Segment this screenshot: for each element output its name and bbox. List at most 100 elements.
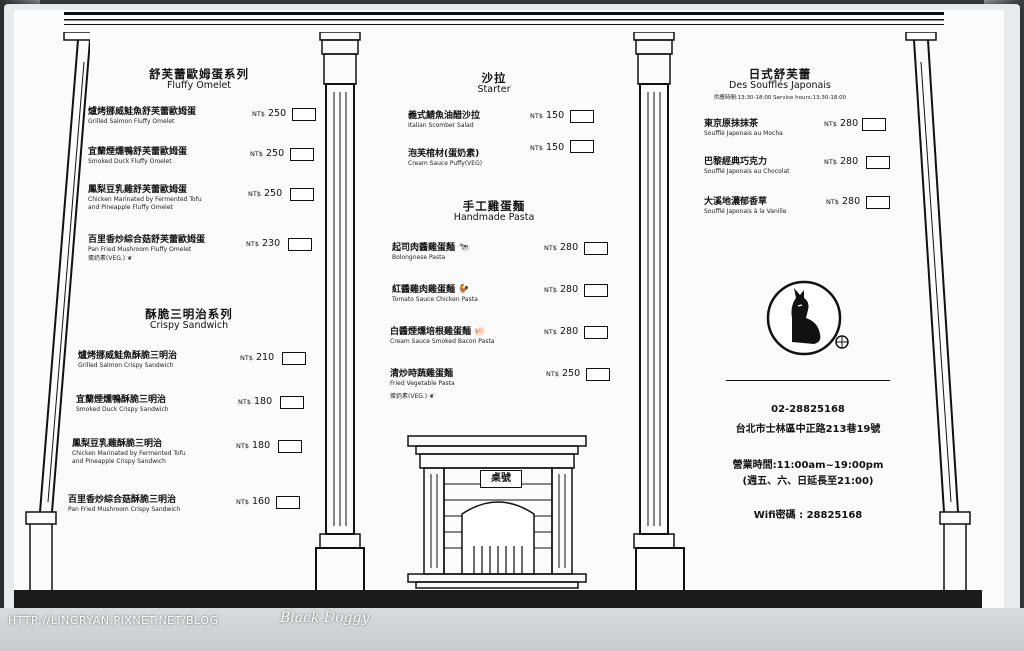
quantity-box[interactable] — [866, 156, 890, 169]
bottom-edge — [0, 608, 1024, 651]
quantity-box[interactable] — [290, 188, 314, 201]
item-price: NT$ 250 — [252, 108, 287, 119]
phone-number: 02-28825168 — [771, 404, 845, 415]
item-name-en: Fried Vegetable Pasta — [390, 380, 455, 387]
quantity-box[interactable] — [570, 110, 594, 123]
item-name-en: Smoked Duck Fluffy Omelet — [88, 158, 172, 165]
quantity-box[interactable] — [586, 368, 610, 381]
extended-hours: (週五、六、日延長至21:00) — [742, 476, 874, 487]
quantity-box[interactable] — [584, 326, 608, 339]
item-name-en-line2: and Pineapple Crispy Sandwich — [72, 458, 166, 465]
item-name-zh: 巴黎經典巧克力 — [704, 157, 768, 167]
item-name-en: Grilled Salmon Crispy Sandwich — [78, 362, 174, 369]
starter-title-zh: 沙拉 — [481, 71, 507, 85]
item-name-zh: 清炒時蔬雞蛋麵 — [390, 369, 454, 379]
veg-note: 蛋奶素(VEG.) ❦ — [88, 255, 133, 262]
top-rail — [64, 12, 944, 25]
item-name-zh: 泡芙棺材(蛋奶素) — [408, 149, 480, 159]
item-price: NT$ 250 — [546, 368, 581, 379]
menu-paper: 舒芙蕾歐姆蛋系列 Fluffy Omelet 爐烤挪威鮭魚舒芙蕾歐姆蛋 Gril… — [14, 10, 1004, 608]
item-name-en: Chicken Marinated by Fermented Tofu — [72, 450, 186, 457]
item-price: NT$ 280 — [544, 242, 579, 253]
pillar-right — [904, 32, 984, 600]
menu-item: 爐烤挪威鮭魚酥脆三明治 Grilled Salmon Crispy Sandwi… — [78, 350, 177, 370]
item-price: NT$ 280 — [824, 118, 859, 129]
item-name-en: Pan Fried Mushroom Fluffy Omelet — [88, 246, 192, 253]
item-price: NT$ 150 — [530, 142, 565, 153]
item-price: NT$ 280 — [544, 326, 579, 337]
item-name-zh: 大溪地濃郁香草 — [704, 197, 768, 207]
omelet-title-zh: 舒芙蕾歐姆蛋系列 — [149, 67, 249, 81]
black-dog-logo — [766, 280, 849, 356]
quantity-box[interactable] — [584, 242, 608, 255]
sandwich-title-zh: 酥脆三明治系列 — [145, 307, 233, 321]
menu-item: 宜蘭煙燻鴨酥脆三明治 Smoked Duck Crispy Sandwich — [76, 394, 169, 414]
quantity-box[interactable] — [292, 108, 316, 121]
item-price: NT$ 180 — [236, 440, 271, 451]
item-name-zh: 鳳梨豆乳雞酥脆三明治 — [72, 439, 163, 449]
item-name-en: Soufflé Japonais au Mocha — [704, 130, 783, 137]
item-price: NT$ 280 — [544, 284, 579, 295]
menu-item: 宜蘭煙燻鴨舒芙蕾歐姆蛋 Smoked Duck Fluffy Omelet — [88, 146, 187, 166]
ground-bar — [14, 590, 982, 608]
item-name-en: Tomato Sauce Chicken Pasta — [392, 296, 478, 303]
item-price: NT$ 180 — [238, 396, 273, 407]
item-price: NT$ 150 — [530, 110, 565, 121]
souffle-title-en: Des Soufflés Japonais — [729, 80, 831, 91]
item-name-en: Italian Scomber Salad — [408, 122, 474, 129]
menu-item: 泡芙棺材(蛋奶素) Cream Sauce Puffy(VEG) — [408, 148, 482, 168]
item-name-zh: 東京原抹抹茶 — [704, 119, 759, 129]
item-name-zh: 白醬煙燻培根雞蛋麵 🐖 — [390, 327, 486, 337]
item-name-en-line2: and Pineapple Fluffy Omelet — [88, 204, 173, 211]
item-name-en: Bolongnese Pasta — [392, 254, 446, 261]
veg-note: 蛋奶素(VEG.) ❦ — [390, 393, 435, 400]
address: 台北市士林區中正路213巷19號 — [735, 424, 881, 435]
menu-item: 大溪地濃郁香草 Soufflé Japonais à la Vanille — [704, 196, 786, 216]
sandwich-title-en: Crispy Sandwich — [149, 320, 229, 331]
chicken-icon: 🐓 — [458, 285, 470, 295]
watermark-url: HTTP://LINGRYAN.PIXNET.NET/BLOG — [8, 614, 219, 627]
item-name-zh: 起司肉醬雞蛋麵 🐄 — [392, 243, 470, 253]
menu-item: 爐烤挪威鮭魚舒芙蕾歐姆蛋 Grilled Salmon Fluffy Omele… — [88, 106, 196, 126]
pasta-title-en: Handmade Pasta — [453, 212, 535, 223]
quantity-box[interactable] — [570, 140, 594, 153]
menu-item: 百里香炒綜合菇酥脆三明治 Pan Fried Mushroom Crispy S… — [68, 494, 180, 514]
table-number-label: 桌號 — [480, 470, 522, 488]
item-name-zh: 紅醬雞肉雞蛋麵 🐓 — [392, 285, 470, 295]
quantity-box[interactable] — [278, 440, 302, 453]
menu-item: 義式鯖魚油醋沙拉 Italian Scomber Salad — [408, 110, 480, 130]
menu-item: 東京原抹抹茶 Soufflé Japonais au Mocha — [704, 118, 783, 138]
item-name-zh: 爐烤挪威鮭魚舒芙蕾歐姆蛋 — [88, 107, 197, 117]
quantity-box[interactable] — [280, 396, 304, 409]
quantity-box[interactable] — [866, 196, 890, 209]
menu-item: 清炒時蔬雞蛋麵 Fried Vegetable Pasta 蛋奶素(VEG.) … — [390, 368, 455, 401]
menu-item: 紅醬雞肉雞蛋麵 🐓 Tomato Sauce Chicken Pasta — [392, 284, 478, 304]
item-price: NT$ 280 — [824, 156, 859, 167]
quantity-box[interactable] — [276, 496, 300, 509]
item-price: NT$ 160 — [236, 496, 271, 507]
item-name-en: Cream Sauce Smoked Bacon Pasta — [390, 338, 495, 345]
item-name-en: Smoked Duck Crispy Sandwich — [76, 406, 169, 413]
item-price: NT$ 210 — [240, 352, 275, 363]
leaf-icon: ❦ — [429, 393, 435, 400]
item-name-zh: 宜蘭煙燻鴨舒芙蕾歐姆蛋 — [88, 147, 188, 157]
menu-item: 巴黎經典巧克力 Soufflé Japonais au Chocolat — [704, 156, 790, 176]
item-price: NT$ 280 — [826, 196, 861, 207]
pasta-title-zh: 手工雞蛋麵 — [462, 199, 526, 213]
quantity-box[interactable] — [290, 148, 314, 161]
pillar-center-left — [310, 32, 370, 600]
item-name-zh: 義式鯖魚油醋沙拉 — [408, 111, 481, 121]
item-name-en: Chicken Marinated by Fermented Tofu — [88, 196, 202, 203]
quantity-box[interactable] — [288, 238, 312, 251]
quantity-box[interactable] — [282, 352, 306, 365]
item-price: NT$ 250 — [250, 148, 285, 159]
item-name-zh: 百里香炒綜合菇舒芙蕾歐姆蛋 — [88, 235, 206, 245]
souffle-hours-note: 供應時間:13:30-18:00 Service hours:13:30-18:… — [713, 95, 847, 101]
souffle-title-zh: 日式舒芙蕾 — [748, 67, 812, 81]
beef-icon: 🐄 — [458, 243, 470, 253]
item-name-zh: 爐烤挪威鮭魚酥脆三明治 — [78, 351, 178, 361]
quantity-box[interactable] — [862, 118, 886, 131]
item-name-en: Cream Sauce Puffy(VEG) — [408, 160, 483, 167]
quantity-box[interactable] — [584, 284, 608, 297]
item-name-zh: 百里香炒綜合菇酥脆三明治 — [68, 495, 177, 505]
